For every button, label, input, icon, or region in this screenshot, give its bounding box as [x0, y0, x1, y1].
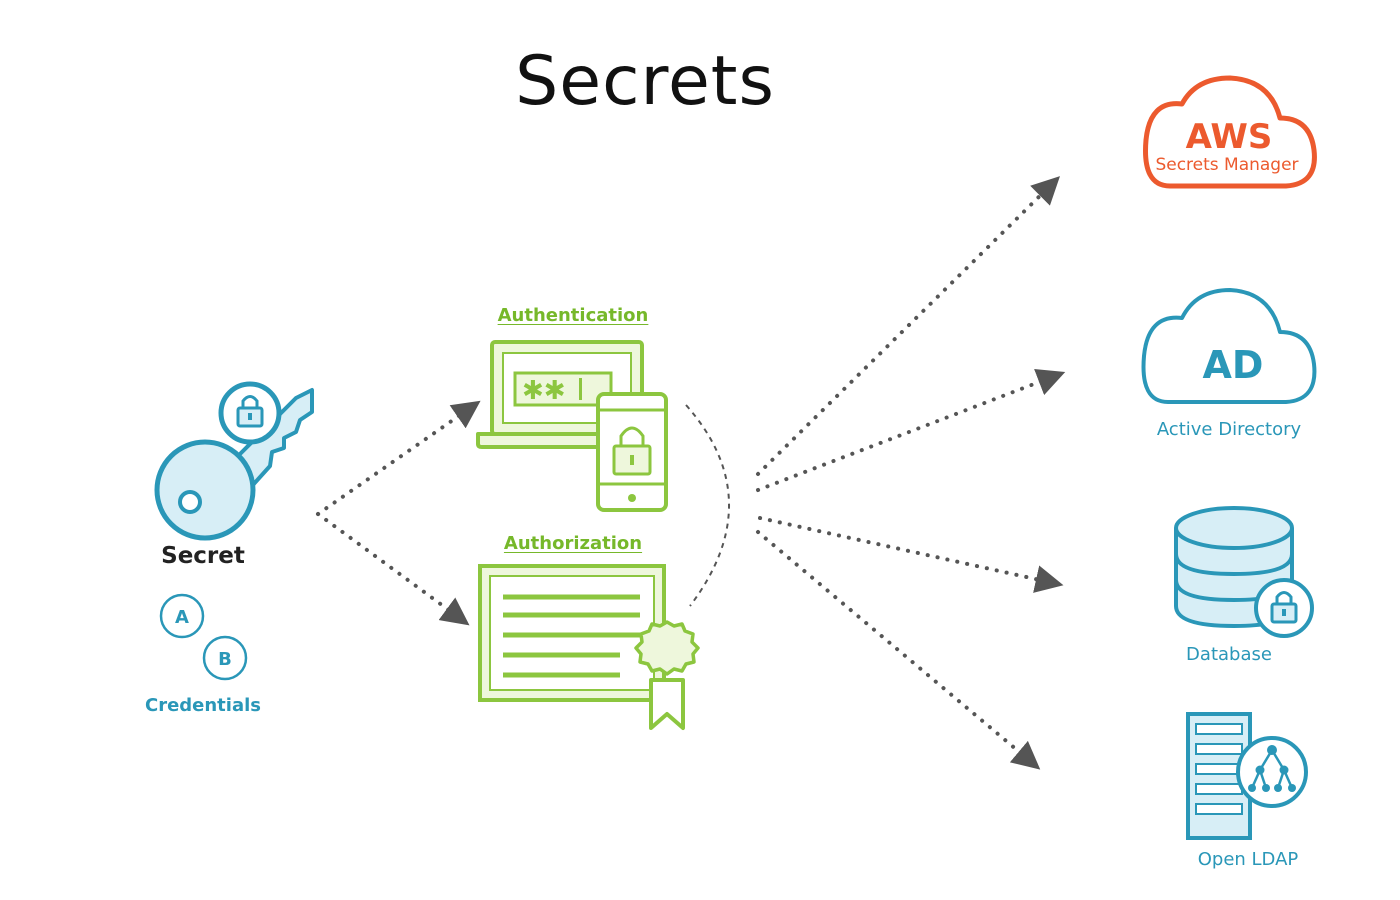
ad-text: AD: [1203, 343, 1264, 387]
page-title: Secrets: [515, 42, 775, 121]
password-mask: ✱✱: [522, 376, 566, 406]
aws-text: AWS: [1186, 117, 1273, 157]
arrow-to-ldap: [756, 530, 1041, 770]
credential-a-text: A: [175, 607, 189, 628]
credentials-label: Credentials: [144, 695, 261, 716]
aws-secrets-manager-text: Secrets Manager: [1155, 155, 1298, 175]
secret-key-icon: [154, 381, 314, 541]
certificate-icon: [478, 564, 700, 730]
database-label: Database: [1186, 644, 1272, 665]
aws-cloud-icon: AWS Secrets Manager: [1143, 75, 1317, 189]
auth-connector-arc: [685, 404, 730, 607]
active-directory-cloud-icon: AD: [1141, 288, 1317, 404]
arrow-secret-to-authorization: [316, 512, 470, 626]
database-icon: [1174, 506, 1314, 638]
credential-a-badge: A: [159, 593, 205, 639]
arrow-to-aws: [756, 176, 1060, 476]
secret-label: Secret: [161, 543, 245, 569]
credential-b-badge: B: [202, 635, 248, 681]
active-directory-label: Active Directory: [1156, 419, 1302, 440]
credential-b-text: B: [218, 649, 232, 670]
authorization-label: Authorization: [503, 533, 643, 554]
arrow-to-database: [758, 516, 1064, 593]
open-ldap-label: Open LDAP: [1197, 849, 1299, 870]
arrow-to-active-directory: [756, 368, 1066, 492]
authentication-label: Authentication: [497, 305, 649, 326]
mobile-phone-icon: [596, 392, 668, 512]
arrow-secret-to-authentication: [316, 400, 481, 516]
ldap-server-icon: [1186, 712, 1308, 840]
